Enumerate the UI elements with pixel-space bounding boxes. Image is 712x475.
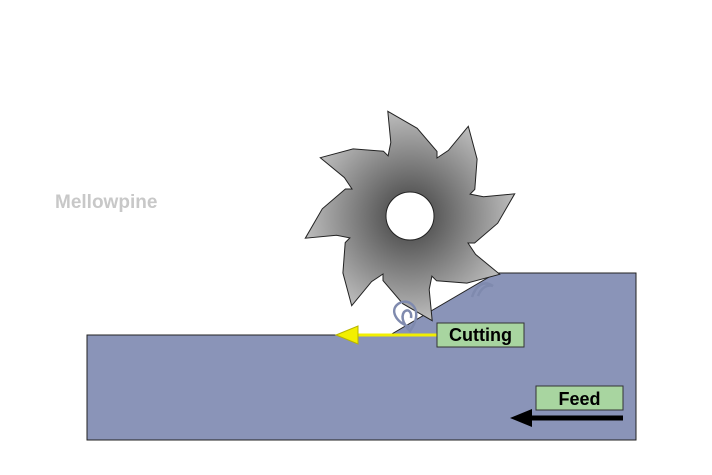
feed-label: Feed: [535, 385, 624, 411]
workpiece: [86, 272, 637, 441]
feed-arrow-icon: [510, 409, 623, 427]
chip-right: [470, 282, 494, 298]
cutting-label: Cutting: [436, 322, 525, 348]
feed-label-text: Feed: [558, 389, 600, 409]
watermark-text: Mellowpine: [55, 192, 157, 213]
saw-blade-icon: [304, 110, 516, 322]
cutting-label-text: Cutting: [449, 325, 512, 345]
cutting-arrow-icon: [334, 325, 440, 345]
chip-left: [393, 300, 418, 333]
arbor-hole: [385, 191, 435, 241]
